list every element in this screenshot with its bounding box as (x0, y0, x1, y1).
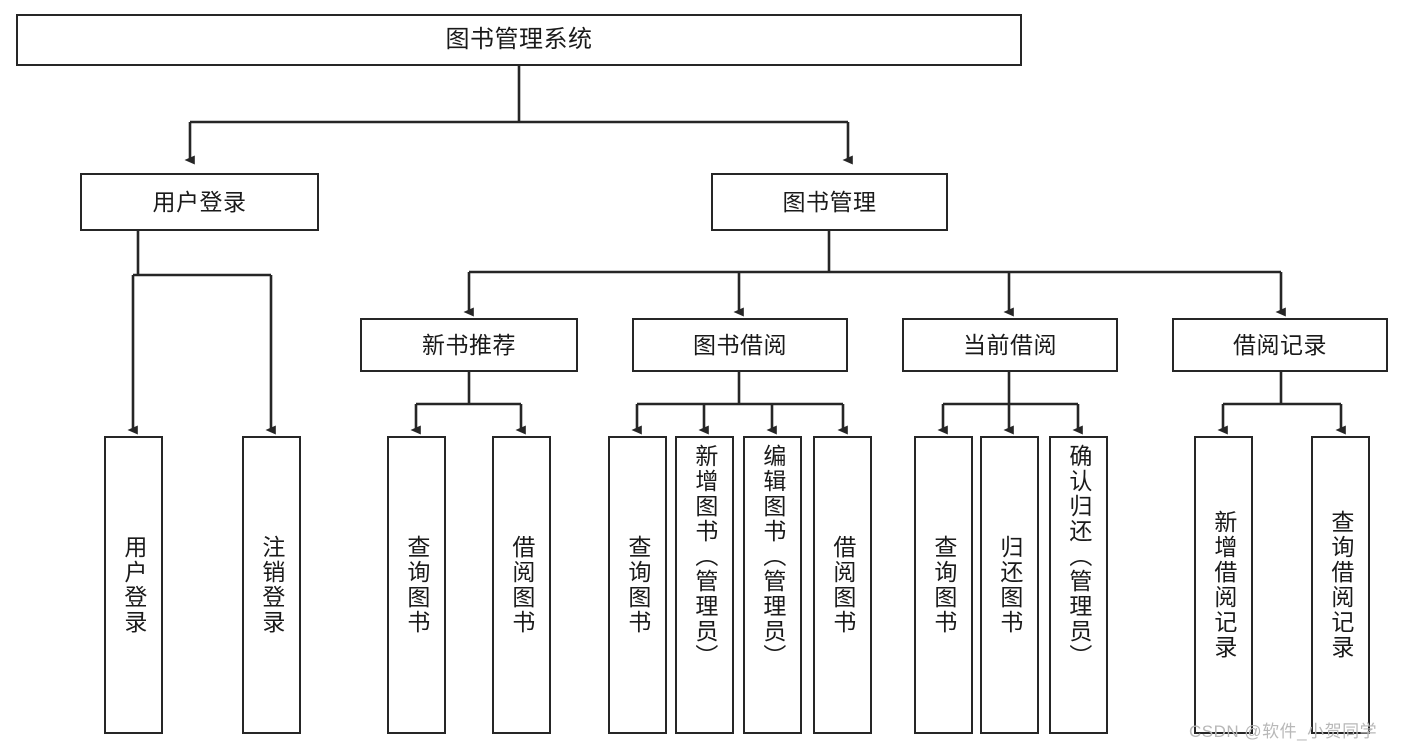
node-label: 借阅图书 (829, 535, 856, 635)
node-label: 查询借阅记录 (1327, 510, 1354, 660)
node-leaf-query-borrow-record[interactable]: 查询借阅记录 (1311, 436, 1370, 734)
node-book-borrowing[interactable]: 图书借阅 (632, 318, 848, 372)
node-label: 借阅记录 (1233, 331, 1327, 358)
node-label: 新增图书（管理员） (691, 444, 718, 669)
node-leaf-add-borrow-record[interactable]: 新增借阅记录 (1194, 436, 1253, 734)
node-user-login[interactable]: 用户登录 (80, 173, 319, 231)
node-label: 图书借阅 (693, 331, 787, 358)
node-label: 确认归还（管理员） (1065, 444, 1092, 669)
node-leaf-add-book-admin[interactable]: 新增图书（管理员） (675, 436, 734, 734)
node-leaf-edit-book-admin[interactable]: 编辑图书（管理员） (743, 436, 802, 734)
node-leaf-return-book[interactable]: 归还图书 (980, 436, 1039, 734)
node-leaf-query-book-current[interactable]: 查询图书 (914, 436, 973, 734)
node-current-borrowing[interactable]: 当前借阅 (902, 318, 1118, 372)
node-leaf-logout-login[interactable]: 注销登录 (242, 436, 301, 734)
node-leaf-query-book-recommendation[interactable]: 查询图书 (387, 436, 446, 734)
node-label: 用户登录 (120, 535, 147, 635)
node-book-management[interactable]: 图书管理 (711, 173, 948, 231)
node-leaf-borrow-book-recommendation[interactable]: 借阅图书 (492, 436, 551, 734)
node-label: 图书管理 (782, 188, 877, 215)
node-label: 注销登录 (258, 535, 285, 635)
node-label: 查询图书 (403, 535, 430, 635)
node-label: 借阅图书 (508, 535, 535, 635)
node-label: 查询图书 (624, 535, 651, 635)
node-label: 图书管理系统 (445, 26, 593, 54)
node-borrowing-records[interactable]: 借阅记录 (1172, 318, 1388, 372)
node-label: 当前借阅 (963, 331, 1057, 358)
node-label: 新增借阅记录 (1210, 510, 1237, 660)
node-leaf-user-login[interactable]: 用户登录 (104, 436, 163, 734)
node-label: 查询图书 (930, 535, 957, 635)
node-label: 用户登录 (152, 188, 247, 215)
node-root-book-management-system[interactable]: 图书管理系统 (16, 14, 1022, 66)
watermark-csdn: CSDN @软件_小贺同学 (1189, 722, 1378, 741)
node-label: 归还图书 (996, 535, 1023, 635)
node-leaf-confirm-return-admin[interactable]: 确认归还（管理员） (1049, 436, 1108, 734)
node-leaf-query-book-borrowing[interactable]: 查询图书 (608, 436, 667, 734)
node-new-book-recommendation[interactable]: 新书推荐 (360, 318, 578, 372)
node-label: 编辑图书（管理员） (759, 444, 786, 669)
node-leaf-borrow-book-borrowing[interactable]: 借阅图书 (813, 436, 872, 734)
node-label: 新书推荐 (422, 331, 516, 358)
